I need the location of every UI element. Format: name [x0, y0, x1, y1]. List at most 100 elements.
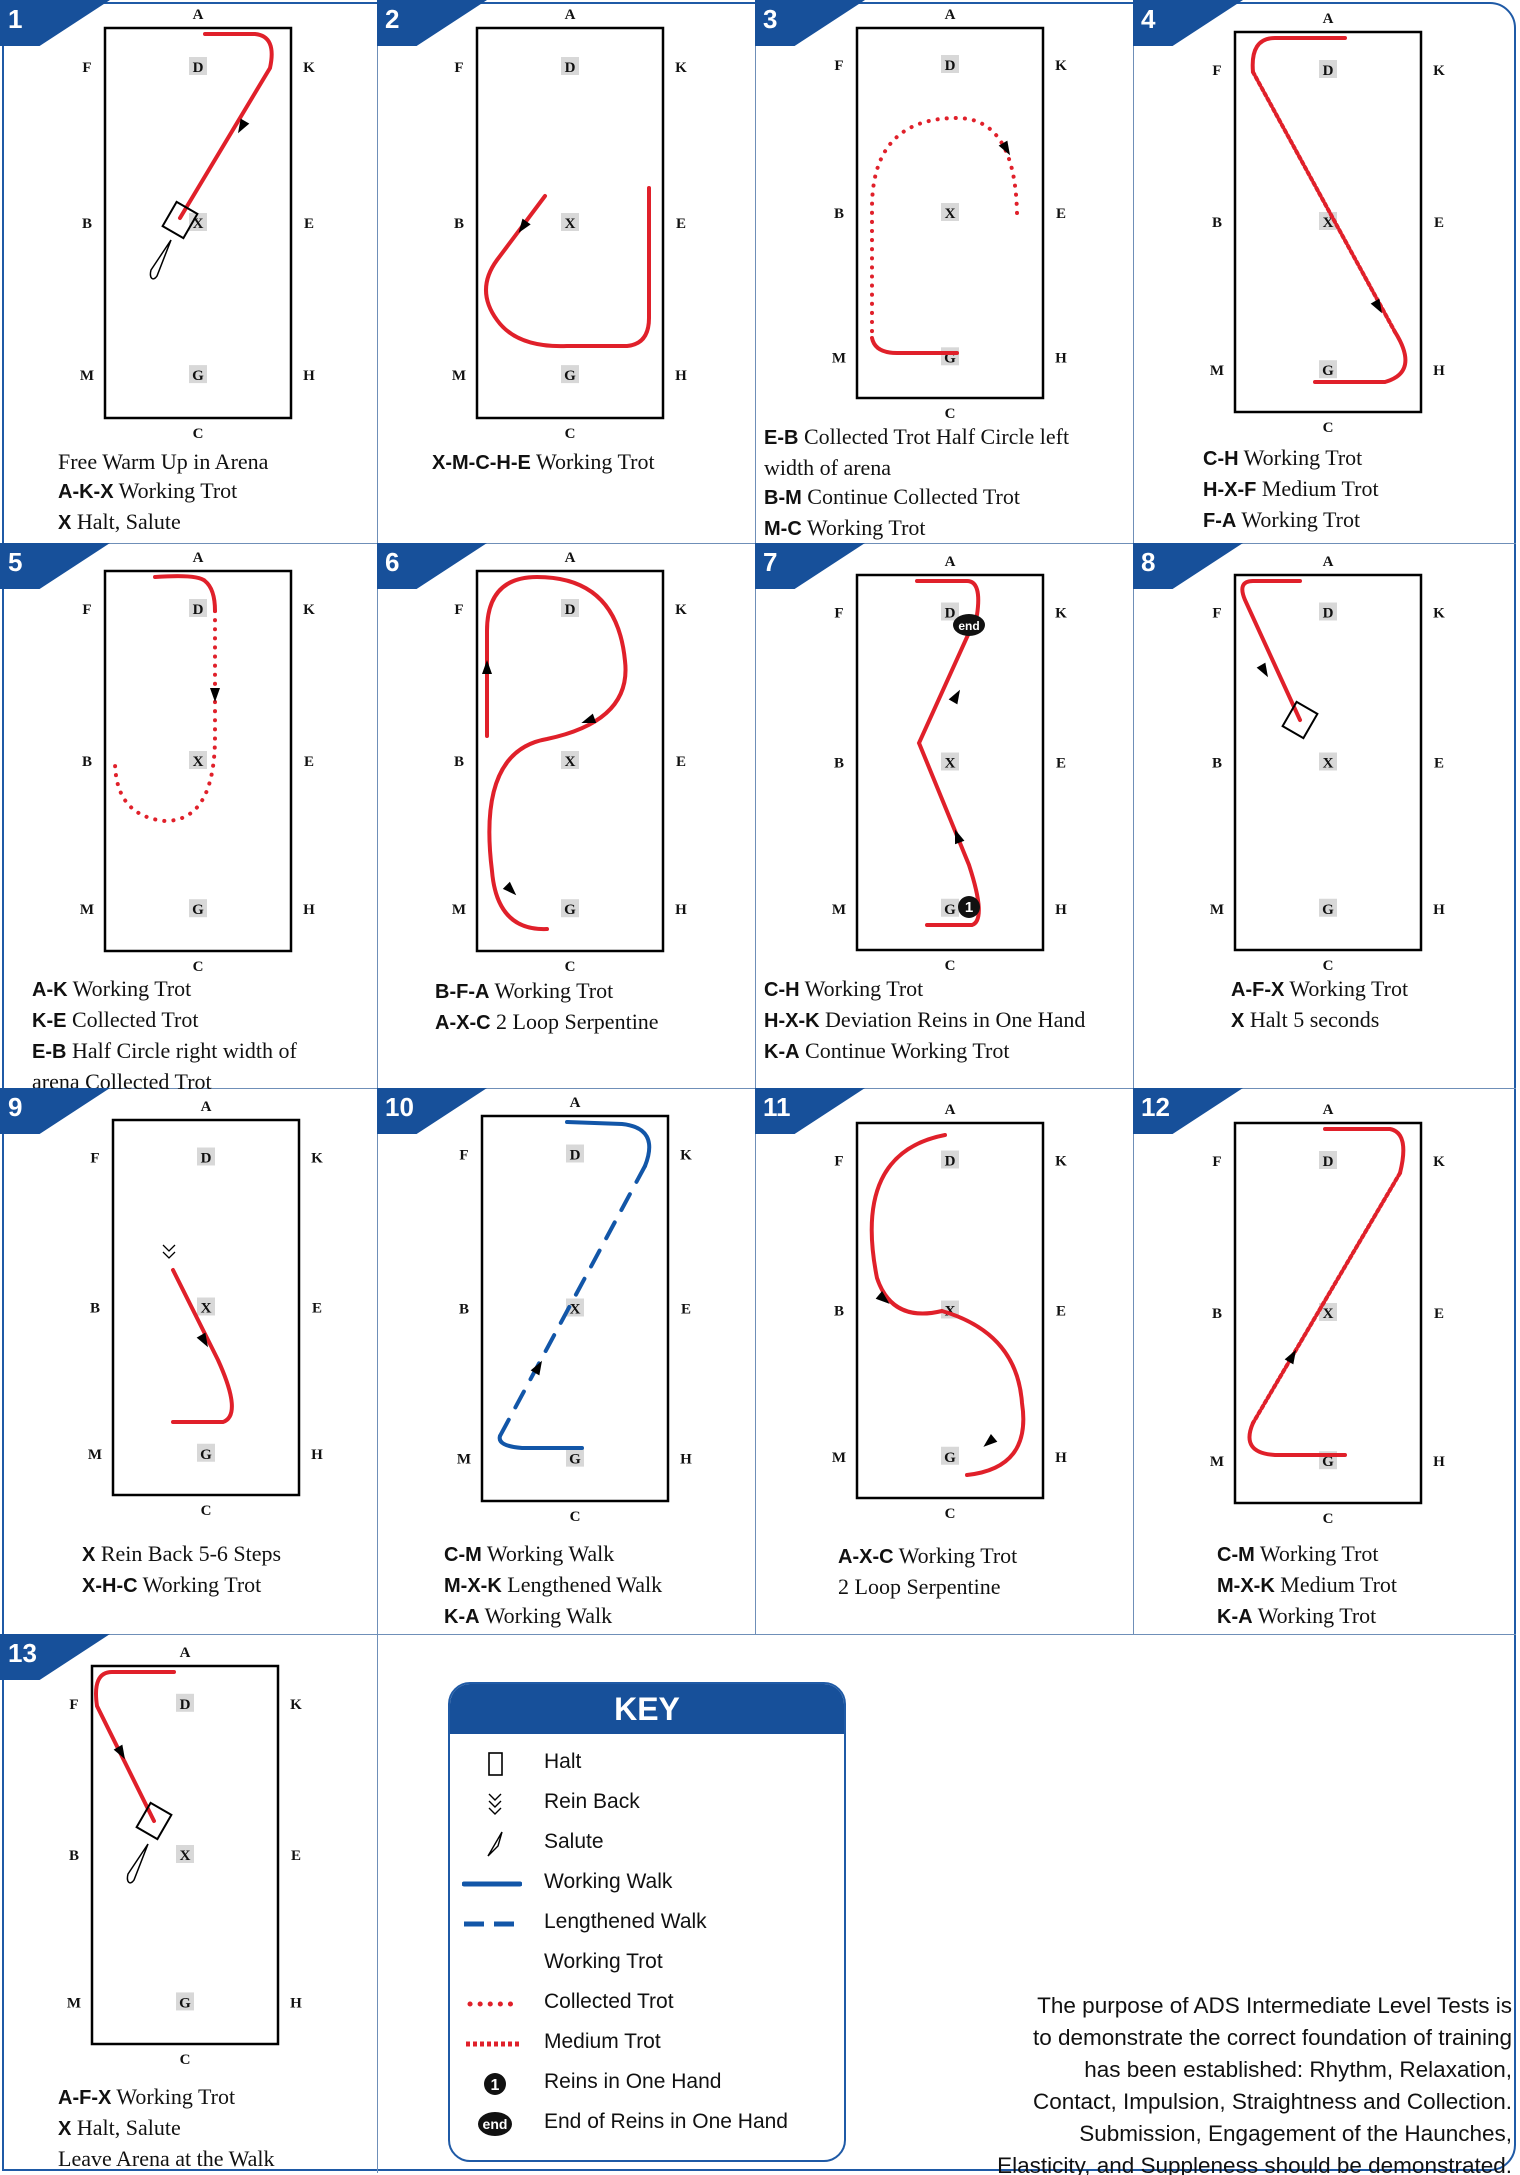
- badge-label: end: [958, 619, 979, 633]
- key-item-label: End of Reins in One Hand: [544, 2110, 788, 2133]
- marker-c: C: [201, 1503, 212, 1519]
- marker-g: G: [192, 902, 204, 918]
- purpose-line: Contact, Impulsion, Straightness and Col…: [1032, 2089, 1512, 2114]
- marker-m: M: [832, 902, 846, 918]
- marker-h: H: [303, 902, 315, 918]
- marker-e: E: [1434, 756, 1444, 772]
- marker-c: C: [570, 1509, 581, 1525]
- marker-f: F: [834, 1154, 843, 1170]
- marker-f: F: [1212, 63, 1221, 79]
- caption-line: M-C Working Trot: [764, 513, 1124, 544]
- movement-code: E-B: [32, 1041, 67, 1063]
- route-path: [171, 1268, 234, 1424]
- panel-caption: X-M-C-H-E Working Trot: [432, 447, 742, 478]
- direction-arrow-icon: [210, 688, 220, 702]
- marker-b: B: [834, 1304, 844, 1320]
- direction-arrow-icon: [1256, 662, 1268, 678]
- direction-arrow-icon: [581, 713, 597, 724]
- marker-e: E: [304, 216, 314, 232]
- key-item: Working Walk: [450, 1864, 844, 1904]
- marker-c: C: [565, 426, 576, 440]
- movement-code: C-M: [444, 1544, 482, 1566]
- panel-number: 2: [385, 4, 400, 34]
- marker-background: [941, 1150, 959, 1169]
- marker-m: M: [1210, 1454, 1224, 1470]
- movement-code: C-M: [1217, 1544, 1255, 1566]
- key-item: Rein Back: [450, 1784, 844, 1824]
- marker-m: M: [452, 368, 466, 384]
- movement-code: K-A: [1217, 1606, 1253, 1628]
- marker-background: [941, 55, 959, 73]
- marker-f: F: [90, 1151, 99, 1167]
- route-path: [485, 574, 628, 932]
- marker-x: X: [193, 216, 204, 232]
- marker-a: A: [193, 7, 204, 23]
- key-item-label: Lengthened Walk: [544, 1910, 707, 1933]
- key-title: KEY: [450, 1684, 844, 1734]
- marker-e: E: [312, 1301, 322, 1317]
- salute-icon: [126, 1843, 149, 1884]
- marker-background: [1319, 1151, 1337, 1169]
- marker-a: A: [945, 554, 956, 570]
- direction-arrow-icon: [238, 118, 250, 134]
- key-item: 1 Reins in One Hand: [450, 2064, 844, 2104]
- marker-g: G: [200, 1447, 212, 1463]
- marker-b: B: [90, 1301, 100, 1317]
- marker-h: H: [1433, 363, 1445, 379]
- movement-description: Deviation Reins in One Hand: [819, 1007, 1086, 1032]
- marker-k: K: [1433, 606, 1445, 622]
- movement-description: Working Trot: [893, 1543, 1018, 1568]
- marker-background: [197, 1147, 215, 1166]
- movement-description: Continue Collected Trot: [801, 484, 1020, 509]
- caption-line: X-M-C-H-E Working Trot: [432, 447, 742, 478]
- movement-code: F-A: [1203, 510, 1237, 532]
- route-path: [113, 609, 217, 824]
- direction-arrow-icon: [196, 1332, 208, 1348]
- badge-label: 1: [491, 2077, 500, 2094]
- marker-d: D: [565, 60, 576, 76]
- movement-code: X: [58, 2118, 72, 2140]
- movement-description: Leave Arena at the Walk: [58, 2146, 275, 2171]
- marker-m: M: [457, 1452, 471, 1468]
- caption-line: X Rein Back 5-6 Steps: [82, 1539, 372, 1570]
- marker-f: F: [82, 60, 91, 76]
- marker-x: X: [180, 1848, 191, 1864]
- key-item-label: Reins in One Hand: [544, 2070, 722, 2093]
- movement-code: M-X-K: [444, 1575, 502, 1597]
- marker-x: X: [1323, 1306, 1334, 1322]
- route-path: [1250, 36, 1347, 74]
- marker-background: [941, 752, 959, 771]
- panel-number: 6: [385, 547, 400, 577]
- movement-description: Working Trot: [489, 978, 614, 1003]
- movement-code: E-B: [764, 427, 799, 449]
- route-path: [498, 1164, 647, 1438]
- marker-background: [1319, 898, 1337, 917]
- key-item-label: Medium Trot: [544, 2030, 661, 2053]
- marker-a: A: [1323, 554, 1334, 570]
- movement-code: X: [58, 512, 72, 534]
- route-path: [915, 579, 981, 927]
- marker-h: H: [290, 1995, 302, 2011]
- marker-background: [561, 57, 579, 75]
- halt-icon: [1281, 700, 1319, 740]
- badge-label: 1: [965, 899, 973, 916]
- caption-line: F-A Working Trot: [1203, 505, 1503, 536]
- marker-background: [941, 602, 959, 621]
- reins-one-hand-icon: 1: [484, 2073, 506, 2095]
- caption-line: E-B Collected Trot Half Circle left: [764, 422, 1124, 453]
- marker-b: B: [1212, 215, 1222, 231]
- purpose-line: has been established: Rhythm, Relaxation…: [1084, 2057, 1512, 2082]
- marker-e: E: [304, 754, 314, 770]
- marker-e: E: [1056, 756, 1066, 772]
